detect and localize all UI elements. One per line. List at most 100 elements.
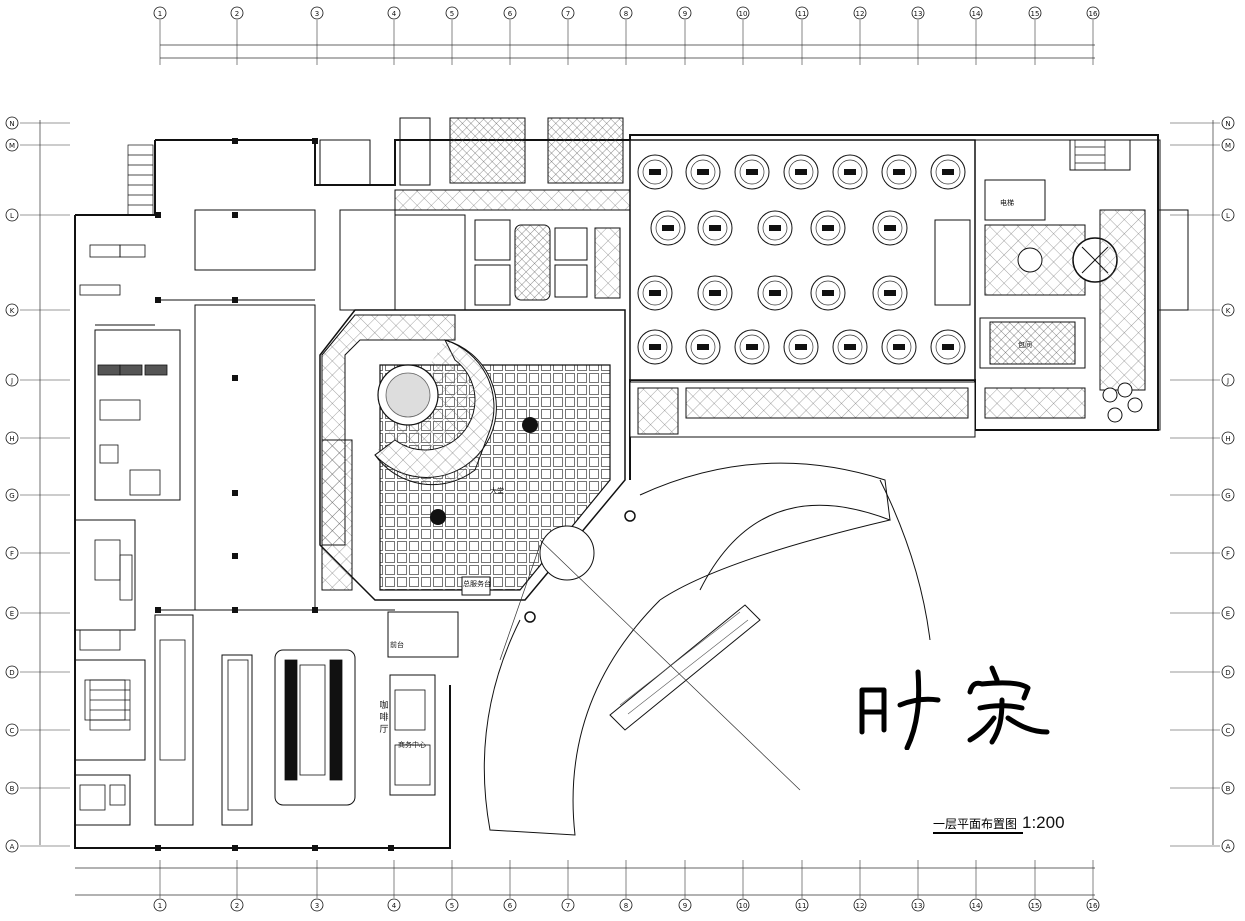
row-bubble: H [1221,431,1235,445]
column-bubble: 5 [445,6,459,20]
service-core [319,117,631,338]
store-label: 前台 [390,641,404,649]
banquet-table [650,210,686,246]
svg-text:8: 8 [624,902,628,910]
svg-text:A: A [10,843,15,851]
column-bubble: 10 [736,898,750,912]
svg-text:8: 8 [624,10,628,18]
column-bubble: 15 [1028,898,1042,912]
row-bubble: F [1221,546,1235,560]
column-bubble: 10 [736,6,750,20]
row-bubble: C [5,723,19,737]
svg-text:14: 14 [972,902,981,910]
title-underline [933,832,1023,834]
column-bubble: 9 [678,6,692,20]
row-bubble: A [1221,839,1235,853]
svg-text:5: 5 [450,10,454,18]
lobby-area [319,309,636,623]
svg-text:6: 6 [508,10,513,18]
svg-text:4: 4 [392,902,397,910]
row-bubble: G [5,488,19,502]
drawing-scale: 1:200 [1022,813,1065,832]
column-bubble: 9 [678,898,692,912]
svg-text:14: 14 [972,10,981,18]
drawing-title: 一层平面布置图 [933,817,1018,831]
row-bubble: E [1221,606,1235,620]
svg-text:1: 1 [158,10,162,18]
column-bubble: 15 [1028,6,1042,20]
row-bubble: D [5,665,19,679]
row-bubble: C [1221,723,1235,737]
svg-text:M: M [1225,142,1231,150]
column-bubble: 7 [561,898,575,912]
svg-text:K: K [10,307,15,315]
structural-columns [155,138,394,851]
svg-text:N: N [1225,120,1230,128]
interior-walls [74,209,459,826]
svg-text:2: 2 [235,10,239,18]
column-bubble: 16 [1086,898,1100,912]
svg-text:E: E [10,610,14,618]
banquet-table [832,329,868,365]
grid-columns: 1122334455667788991010111112121313141415… [153,6,1100,912]
reception-label: 总服务台 [463,580,491,588]
designer-signature [859,665,1050,750]
banquet-table [783,329,819,365]
row-bubble: M [1221,138,1235,152]
banquet-table [637,329,673,365]
svg-text:7: 7 [566,902,570,910]
column-bubble: 6 [503,898,517,912]
banquet-hall [629,139,976,438]
svg-text:13: 13 [914,10,923,18]
svg-text:E: E [1226,610,1230,618]
column-bubble: 11 [795,898,809,912]
banquet-table [930,329,966,365]
column-bubble: 12 [853,6,867,20]
column-bubble: 8 [619,6,633,20]
svg-text:K: K [1226,307,1231,315]
svg-text:C: C [10,727,15,735]
column-bubble: 13 [911,6,925,20]
row-bubble: G [1221,488,1235,502]
banquet-table [872,210,908,246]
column-bubble: 3 [310,6,324,20]
svg-text:G: G [1225,492,1230,500]
svg-text:11: 11 [798,10,807,18]
row-bubble: N [1221,116,1235,130]
svg-text:11: 11 [798,902,807,910]
row-bubble: K [5,303,19,317]
column-bubble: 8 [619,898,633,912]
svg-text:15: 15 [1031,10,1040,18]
svg-text:J: J [10,377,13,385]
row-bubble: J [1221,373,1235,387]
row-bubble: H [5,431,19,445]
banquet-table [637,154,673,190]
column-bubble: 16 [1086,6,1100,20]
svg-text:C: C [1226,727,1231,735]
svg-text:D: D [1225,669,1230,677]
row-bubble: E [5,606,19,620]
svg-text:1: 1 [158,902,162,910]
banquet-table [810,210,846,246]
svg-text:12: 12 [856,10,865,18]
row-bubble: L [5,208,19,222]
row-bubble: J [5,373,19,387]
column-bubble: 14 [969,6,983,20]
svg-text:J: J [1226,377,1229,385]
stairs [89,139,1106,731]
row-bubble: M [5,138,19,152]
row-bubble: K [1221,303,1235,317]
svg-text:F: F [10,550,14,558]
svg-text:B: B [1226,785,1231,793]
column-bubble: 2 [230,898,244,912]
svg-text:G: G [9,492,14,500]
banquet-table [685,154,721,190]
svg-text:10: 10 [739,10,748,18]
column-bubble: 2 [230,6,244,20]
banquet-table [685,329,721,365]
column-bubble: 7 [561,6,575,20]
column-bubble: 14 [969,898,983,912]
column-bubble: 4 [387,6,401,20]
banquet-table [757,210,793,246]
banquet-table [881,154,917,190]
